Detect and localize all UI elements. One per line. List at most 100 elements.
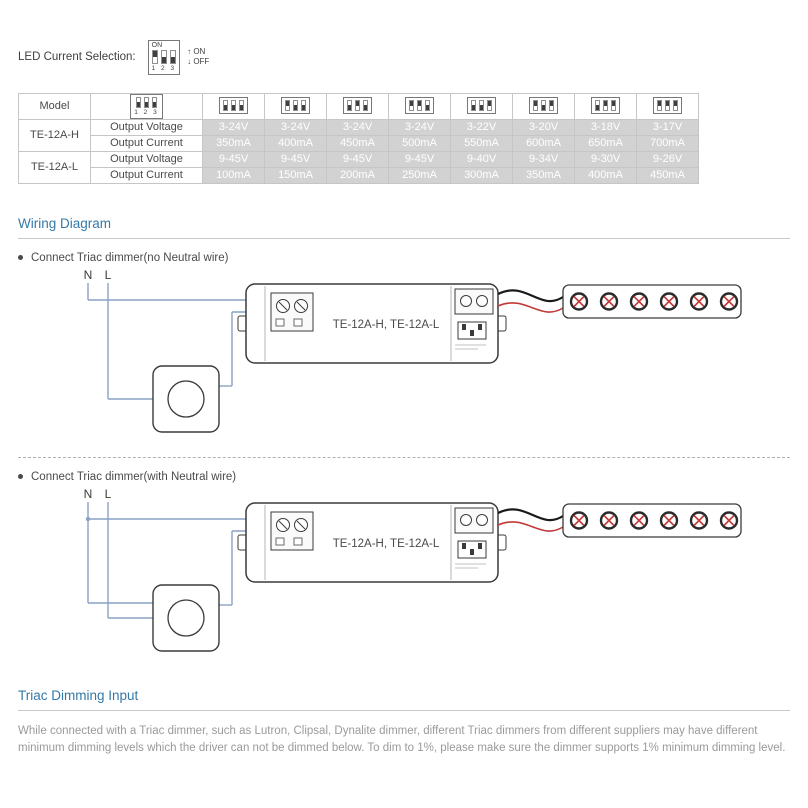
triac-section-header: Triac Dimming Input: [18, 688, 790, 711]
dip-switch-track: [144, 96, 149, 108]
dip-legend-annotations: ↑ ON↓ OFF: [187, 47, 209, 68]
driver-label: TE-12A-H, TE-12A-L: [333, 538, 440, 550]
screw-terminal-icon: [476, 513, 488, 526]
dip-switch-track: [136, 96, 141, 108]
dip-switch-thumb: [294, 105, 297, 111]
dip-switch-numbers: 1 2 3: [151, 65, 177, 72]
dip-switch-thumb: [550, 101, 553, 107]
led-icon: [569, 510, 589, 530]
dip-switch-numbers: 1 2 3: [134, 108, 159, 116]
dip-switch-thumb: [152, 51, 157, 57]
dip-switch-track: [223, 100, 228, 112]
voltage-value-cell: 9-45V: [264, 150, 327, 168]
current-value-cell: 300mA: [450, 166, 513, 184]
current-value-cell: 350mA: [202, 134, 265, 152]
led-icon: [599, 291, 619, 311]
dip-switch-track: [541, 100, 546, 112]
dip-switch-thumb: [224, 105, 227, 111]
led-strip: [562, 283, 742, 319]
driver-label: TE-12A-H, TE-12A-L: [333, 319, 440, 331]
dip-switch-thumb: [674, 101, 677, 107]
dip-switch-row: [409, 99, 430, 112]
table-header-row: Model 1 2 3: [18, 92, 699, 120]
dip-switch-thumb: [356, 101, 359, 107]
dip-switch-thumb: [658, 101, 661, 107]
dip-key-header: 1 2 3: [90, 92, 203, 120]
dip-column-icon: [467, 97, 496, 115]
dip-switch-row: [285, 99, 306, 112]
diagram-bullet-label: Connect Triac dimmer(with Neutral wire): [31, 470, 237, 483]
dip-column-header: [202, 92, 265, 120]
dip-switch-row: [471, 99, 492, 112]
wiring-section-header: Wiring Diagram: [18, 216, 790, 239]
wiring-heading: Wiring Diagram: [18, 215, 112, 231]
led-icon: [599, 510, 619, 530]
dip-column-header: [574, 92, 637, 120]
live-label: L: [105, 487, 112, 501]
voltage-value-cell: 3-24V: [326, 118, 389, 136]
dip-switch-thumb: [286, 101, 289, 107]
live-label: L: [105, 268, 112, 282]
led-icon: [629, 510, 649, 530]
dip-column-header: [450, 92, 513, 120]
led-icon: [689, 510, 709, 530]
voltage-value-cell: 3-24V: [388, 118, 451, 136]
dip-switch-thumb: [480, 105, 483, 111]
output-current-label-cell: Output Current: [90, 134, 203, 152]
dip-switch-thumb: [153, 101, 156, 107]
output-voltage-label-cell: Output Voltage: [90, 150, 203, 168]
dip-switch-track: [549, 100, 554, 112]
dip-column-header: [326, 92, 389, 120]
current-value-cell: 450mA: [326, 134, 389, 152]
dip-switch-track: [239, 100, 244, 112]
current-value-cell: 550mA: [450, 134, 513, 152]
dip-column-header: [512, 92, 575, 120]
dip-column-icon: [281, 97, 310, 115]
neutral-label: N: [84, 487, 93, 501]
model-header: Model: [18, 92, 91, 120]
current-value-cell: 400mA: [264, 134, 327, 152]
dip-switch-track: [673, 100, 678, 112]
dip-column-icon: [529, 97, 558, 115]
dip-switch-thumb: [596, 105, 599, 111]
current-value-cell: 700mA: [636, 134, 699, 152]
current-value-cell: 650mA: [574, 134, 637, 152]
mains-wiring: [87, 282, 271, 400]
current-value-cell: 500mA: [388, 134, 451, 152]
output-wiring: [497, 507, 564, 532]
dip-switch-thumb: [472, 105, 475, 111]
dip-switch-track: [417, 100, 422, 112]
diagram-bullet-label: Connect Triac dimmer(no Neutral wire): [31, 251, 229, 264]
led-icon: [689, 291, 709, 311]
dip-column-header: [264, 92, 327, 120]
dip-switch-track: [603, 100, 608, 112]
dip-switch-track: [479, 100, 484, 112]
neutral-label: N: [84, 268, 93, 282]
dip-switch-thumb: [302, 105, 305, 111]
dip-switch-track: [471, 100, 476, 112]
dip-switch-row: [533, 99, 554, 112]
dip-switch-thumb: [137, 101, 140, 107]
triac-heading: Triac Dimming Input: [18, 687, 139, 703]
model-name-cell: TE-12A-H: [18, 118, 91, 152]
bullet-icon: [18, 255, 23, 261]
model-name-cell: TE-12A-L: [18, 150, 91, 184]
dip-column-header: [636, 92, 699, 120]
dip-switch-track: [665, 100, 670, 112]
dip-switch-thumb: [364, 105, 367, 111]
diagram-separator: [18, 456, 790, 458]
dip-switch-track: [611, 100, 616, 112]
dip-switch-track: [160, 50, 167, 64]
dip-switch-track: [657, 100, 662, 112]
dip-switch-track: [293, 100, 298, 112]
